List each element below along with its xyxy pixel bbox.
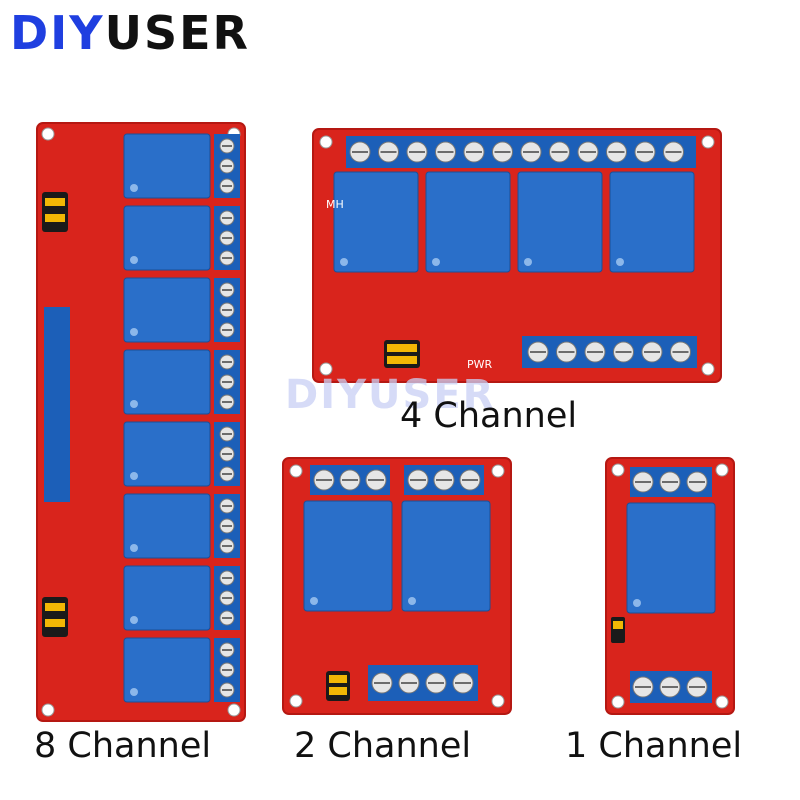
- relay-4ch-1: [333, 171, 419, 273]
- relay-8ch-7: [123, 565, 211, 631]
- relay-8ch-5: [123, 421, 211, 487]
- relay-8ch-1: [123, 133, 211, 199]
- svg-text:PWR: PWR: [467, 358, 493, 371]
- relay-4ch-4: [609, 171, 695, 273]
- relay-board-2-channel: [282, 457, 512, 715]
- relay-2ch-2: [401, 500, 491, 612]
- relay-board-2-channel-art: [282, 457, 512, 715]
- watermark: DIYUSER: [285, 372, 496, 418]
- relay-board-1-channel: [605, 457, 735, 715]
- relay-1ch-1: [626, 502, 716, 614]
- relay-8ch-4: [123, 349, 211, 415]
- brand-logo: DIYUSER: [10, 6, 250, 60]
- label-2-channel: 2 Channel: [294, 726, 472, 766]
- relay-2ch-1: [303, 500, 393, 612]
- relay-8ch-3: [123, 277, 211, 343]
- relay-board-8-channel-art: [36, 122, 246, 722]
- brand-logo-part2: USER: [104, 6, 250, 60]
- relay-board-8-channel: [36, 122, 246, 722]
- mh-label: MH: [326, 198, 344, 211]
- relay-4ch-3: [517, 171, 603, 273]
- relay-8ch-6: [123, 493, 211, 559]
- relay-board-4-channel-art: MH PWR: [312, 128, 722, 383]
- label-4-channel: 4 Channel: [400, 396, 578, 436]
- label-8-channel: 8 Channel: [34, 726, 212, 766]
- relay-4ch-2: [425, 171, 511, 273]
- relay-board-4-channel: MH PWR: [312, 128, 722, 383]
- label-1-channel: 1 Channel: [565, 726, 743, 766]
- brand-logo-part1: DIY: [10, 6, 105, 60]
- relay-8ch-2: [123, 205, 211, 271]
- relay-8ch-8: [123, 637, 211, 703]
- relay-board-1-channel-art: [605, 457, 735, 715]
